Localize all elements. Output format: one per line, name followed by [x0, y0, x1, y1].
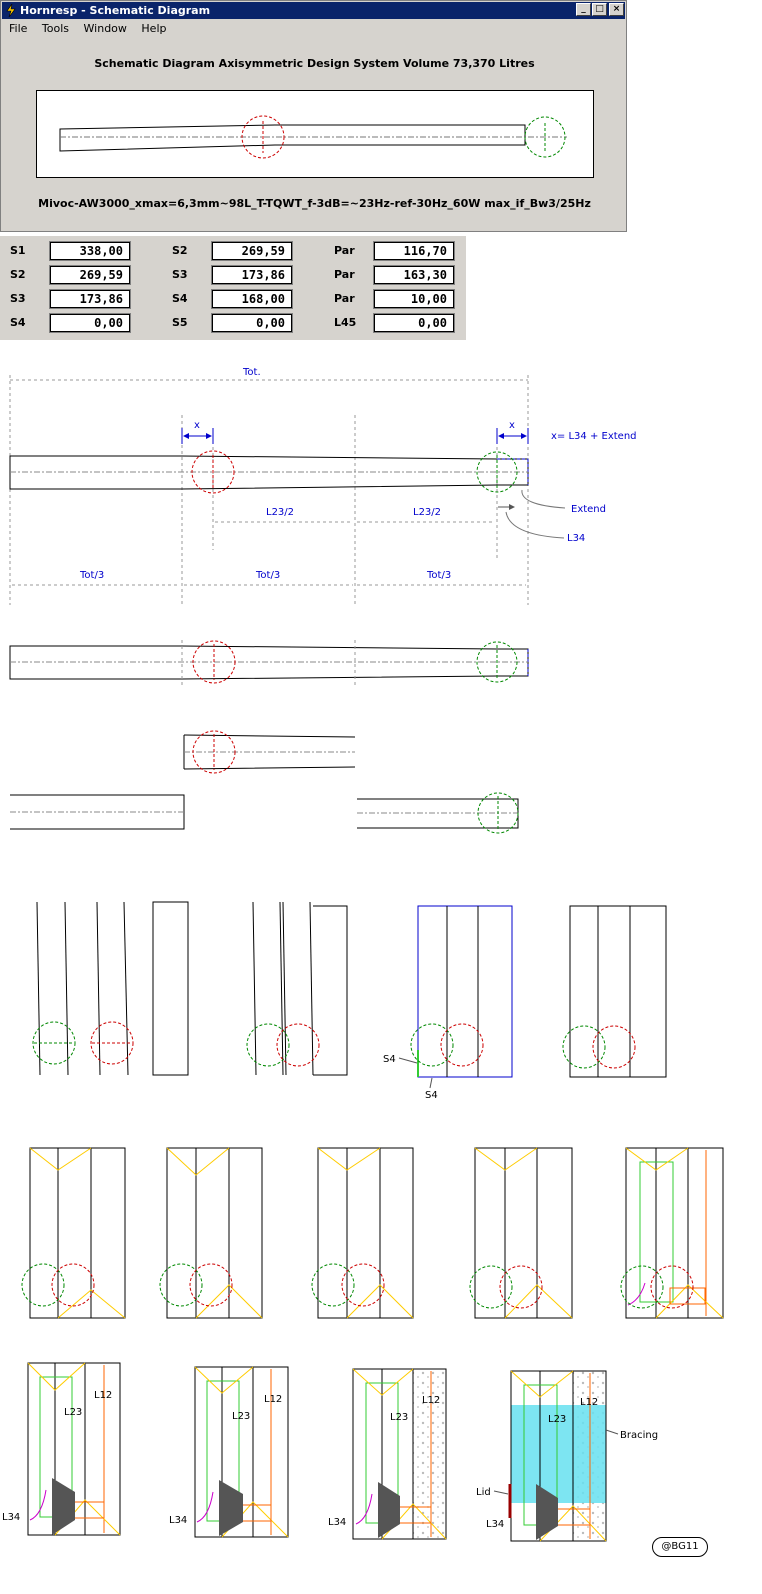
l23-label: L23 [64, 1407, 82, 1418]
hornresp-window: Hornresp - Schematic Diagram _ □ × File … [0, 0, 627, 232]
diagram-header: Schematic Diagram Axisymmetric Design Sy… [94, 57, 535, 70]
param-value-par2[interactable]: 163,30 [373, 265, 455, 285]
close-button[interactable]: × [609, 3, 624, 16]
tot3-label: Tot/3 [255, 570, 280, 581]
param-label: S4 [172, 292, 188, 305]
s4-label: S4 [383, 1054, 396, 1065]
l23-half-label: L23/2 [413, 507, 441, 518]
x-definition: x= L34 + Extend [551, 431, 637, 442]
l34-label: L34 [567, 533, 585, 544]
title-bar[interactable]: Hornresp - Schematic Diagram [2, 2, 625, 19]
window-title: Hornresp - Schematic Diagram [20, 4, 211, 17]
schematic-box [36, 90, 594, 178]
param-label: Par [334, 292, 355, 305]
l34-label: L34 [328, 1517, 346, 1528]
l12-label: L12 [580, 1397, 598, 1408]
l23-label: L23 [548, 1414, 566, 1425]
x-label: x [509, 420, 515, 431]
schematic-drawing [59, 115, 567, 159]
l12-label: L12 [94, 1390, 112, 1401]
dimension-diagram: Tot. x x x= L34 + Extend L23/2 L23/2 Ext… [9, 367, 637, 605]
param-label: S5 [172, 316, 188, 329]
l12-label: L12 [422, 1395, 440, 1406]
parameter-panel: S1 338,00 S2 269,59 S3 173,86 S4 0,00 S2… [0, 236, 466, 340]
param-value-par1[interactable]: 116,70 [373, 241, 455, 261]
param-label: S2 [172, 244, 188, 257]
maximize-button[interactable]: □ [592, 3, 607, 16]
tot3-label: Tot/3 [79, 570, 104, 581]
menu-file[interactable]: File [9, 22, 28, 35]
param-label: Par [334, 244, 355, 257]
tot3-label: Tot/3 [426, 570, 451, 581]
bracing-label: Bracing [620, 1430, 658, 1441]
param-value-s3[interactable]: 173,86 [49, 289, 131, 309]
fold-row-3: L12 L23 L34 L12 L23 L34 [2, 1362, 658, 1542]
l12-label: L12 [264, 1394, 282, 1405]
menu-window[interactable]: Window [83, 22, 127, 35]
minimize-button[interactable]: _ [576, 3, 591, 16]
param-value-par3[interactable]: 10,00 [373, 289, 455, 309]
port-circle [476, 451, 518, 493]
diagram-footer: Mivoc-AW3000_xmax=6,3mm~98L_T-TQWT_f-3dB… [38, 197, 591, 210]
param-label: S1 [10, 244, 26, 257]
split-diagram [9, 640, 529, 834]
param-value-s5[interactable]: 0,00 [211, 313, 293, 333]
l34-label: L34 [2, 1512, 20, 1523]
x-label: x [194, 420, 200, 431]
menu-tools[interactable]: Tools [41, 22, 70, 35]
s4-label: S4 [425, 1090, 438, 1101]
param-value-s3b[interactable]: 173,86 [211, 265, 293, 285]
param-value-s1[interactable]: 338,00 [49, 241, 131, 261]
param-value-s2[interactable]: 269,59 [49, 265, 131, 285]
param-label: L45 [334, 316, 357, 329]
l34-label: L34 [169, 1515, 187, 1526]
signature-badge: @BG11 [652, 1537, 708, 1557]
param-value-s2b[interactable]: 269,59 [211, 241, 293, 261]
param-value-s4[interactable]: 0,00 [49, 313, 131, 333]
l23-label: L23 [390, 1412, 408, 1423]
driver-circle [191, 450, 235, 494]
param-label: S2 [10, 268, 26, 281]
menu-help[interactable]: Help [141, 22, 167, 35]
l23-half-label: L23/2 [266, 507, 294, 518]
hornresp-icon [6, 4, 16, 17]
l34-label: L34 [486, 1519, 504, 1530]
param-label: S3 [172, 268, 188, 281]
menu-bar: File Tools Window Help [2, 20, 625, 38]
fold-row-2 [21, 1147, 724, 1319]
extend-label: Extend [571, 504, 606, 515]
param-label: S4 [10, 316, 26, 329]
param-label: Par [334, 268, 355, 281]
tot-label: Tot. [242, 367, 261, 378]
l23-label: L23 [232, 1411, 250, 1422]
fold-row-1: S4 S4 [32, 901, 667, 1101]
param-value-l45[interactable]: 0,00 [373, 313, 455, 333]
param-value-s4b[interactable]: 168,00 [211, 289, 293, 309]
param-label: S3 [10, 292, 26, 305]
lid-label: Lid [476, 1487, 491, 1498]
